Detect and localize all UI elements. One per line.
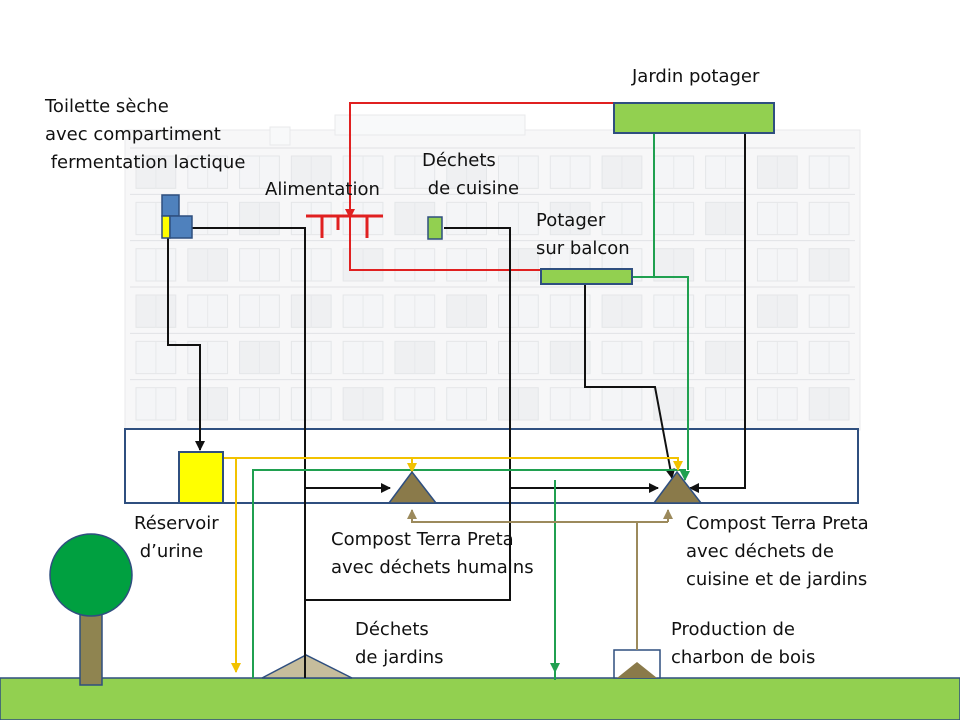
garden-waste-label-line-1: Déchets — [355, 619, 429, 640]
kitchen-waste-box — [427, 216, 443, 240]
balcony-garden-box — [540, 268, 633, 285]
dry-toilet-icon — [161, 194, 193, 239]
compost-human-label-line-2: avec déchets humains — [331, 557, 534, 578]
compost-kitchen-label-line-3: cuisine et de jardins — [686, 569, 868, 590]
dining-table-icon — [306, 214, 383, 238]
toilet-label-line-3: fermentation lactique — [45, 152, 246, 173]
compost-kitchen-label-line-1: Compost Terra Preta — [686, 513, 869, 534]
charcoal-label: Production de charbon de bois — [671, 616, 815, 672]
charcoal-kiln-icon — [613, 649, 661, 679]
food-label: Alimentation — [265, 176, 380, 204]
balcony-garden-label-line-2: sur balcon — [536, 238, 630, 259]
garden-waste-label: Déchets de jardins — [355, 616, 444, 672]
brown-flow-lines — [407, 509, 673, 650]
compost-kitchen-label: Compost Terra Preta avec déchets de cuis… — [686, 510, 869, 594]
balcony-garden-label: Potager sur balcon — [536, 207, 630, 263]
food-supply-line — [349, 102, 614, 271]
charcoal-label-line-1: Production de — [671, 619, 795, 640]
urine-tank-label-line-1: Réservoir — [134, 513, 219, 534]
kitchen-waste-label-line-1: Déchets — [422, 150, 496, 171]
vegetable-garden-label: Jardin potager — [632, 63, 759, 91]
charcoal-label-line-2: charbon de bois — [671, 647, 816, 668]
urine-tank-label: Réservoir d’urine — [134, 510, 219, 566]
kitchen-waste-label: Déchets de cuisine — [422, 147, 519, 203]
yellow-flow-lines — [224, 457, 683, 673]
urine-tank-label-line-2: d’urine — [134, 541, 204, 562]
compost-human-pile — [387, 470, 438, 504]
compost-human-label-line-1: Compost Terra Preta — [331, 529, 514, 550]
kitchen-waste-label-line-2: de cuisine — [422, 178, 520, 199]
ground — [0, 677, 960, 720]
compost-human-label: Compost Terra Preta avec déchets humains — [331, 526, 534, 582]
compost-kitchen-pile — [652, 470, 703, 504]
toilet-label-line-2: avec compartiment — [45, 124, 221, 145]
black-flow-lines — [167, 130, 746, 678]
garden-waste-label-line-2: de jardins — [355, 647, 444, 668]
toilet-label: Toilette sèche avec compartiment ferment… — [45, 93, 245, 177]
tree-icon — [49, 533, 133, 686]
garden-waste-pile — [261, 654, 353, 679]
food-label-line-1: Alimentation — [265, 179, 380, 200]
vegetable-garden-box — [613, 102, 775, 134]
urine-tank — [178, 451, 224, 504]
compost-kitchen-label-line-2: avec déchets de — [686, 541, 834, 562]
toilet-label-line-1: Toilette sèche — [45, 96, 169, 117]
building-facade — [124, 114, 861, 431]
compost-zone-frame — [124, 428, 859, 504]
balcony-garden-label-line-1: Potager — [536, 210, 606, 231]
vegetable-garden-label-line-1: Jardin potager — [632, 66, 760, 87]
